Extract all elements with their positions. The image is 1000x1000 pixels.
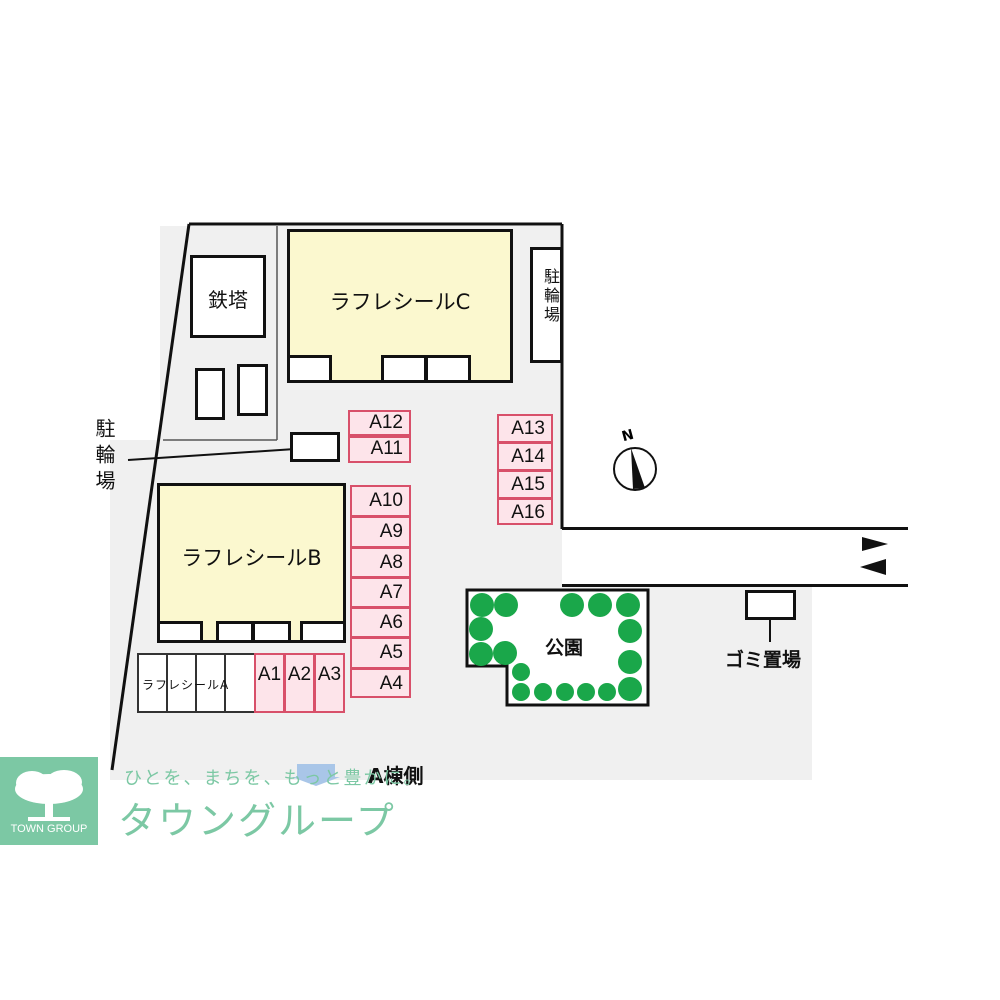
building-b: ラフレシールB bbox=[157, 483, 346, 643]
parking-space-a2: A2 bbox=[284, 653, 315, 713]
company-name: タウングループ bbox=[118, 799, 396, 843]
building-c-unit bbox=[287, 355, 332, 383]
entrance-arrow-icon bbox=[297, 764, 335, 778]
steel-tower: 鉄塔 bbox=[190, 255, 266, 338]
garbage-area-label: ゴミ置場 bbox=[725, 649, 802, 671]
bike-parking-left bbox=[290, 432, 340, 462]
parking-space-a3: A3 bbox=[314, 653, 345, 713]
parking-space-a14: A14 bbox=[497, 442, 553, 471]
parking-space-a15: A15 bbox=[497, 470, 553, 499]
parking-space-a4: A4 bbox=[350, 668, 411, 698]
bike-parking-right-label: 駐輪場 bbox=[541, 268, 560, 325]
slogan: ひとを、まちを、もっと豊かに。 bbox=[124, 768, 424, 789]
tower-footing-2 bbox=[237, 364, 268, 416]
parking-space-a8: A8 bbox=[350, 547, 411, 578]
parking-space-a6: A6 bbox=[350, 607, 411, 638]
a-side-label: A棟側 bbox=[368, 764, 424, 788]
bike-parking-right: 駐輪場 bbox=[530, 247, 563, 363]
town-group-logo: TOWN GROUP bbox=[0, 757, 98, 845]
building-c-unit bbox=[425, 355, 471, 383]
park-label: 公園 bbox=[545, 637, 584, 659]
parking-space-a9: A9 bbox=[350, 516, 411, 548]
building-c-label: ラフレシールC bbox=[329, 290, 471, 314]
parking-space-a1: A1 bbox=[254, 653, 285, 713]
tower-footing-1 bbox=[195, 368, 225, 420]
steel-tower-label: 鉄塔 bbox=[208, 288, 248, 312]
garbage-area bbox=[745, 590, 796, 620]
parking-space-a12: A12 bbox=[348, 410, 411, 436]
parking-space-a13: A13 bbox=[497, 414, 553, 443]
building-b-label: ラフレシールB bbox=[181, 546, 322, 570]
logo-text: TOWN GROUP bbox=[10, 823, 88, 835]
building-a-label: ラフレシールA bbox=[142, 678, 230, 692]
building-a-unit bbox=[137, 653, 168, 713]
parking-space-a16: A16 bbox=[497, 498, 553, 525]
parking-space-a7: A7 bbox=[350, 577, 411, 608]
road-arrow-right-icon bbox=[862, 537, 888, 551]
road bbox=[562, 527, 908, 587]
building-a-unit bbox=[195, 653, 226, 713]
building-b-unit bbox=[216, 621, 254, 643]
entrance-arrow-tip-icon bbox=[292, 777, 340, 786]
building-b-unit bbox=[300, 621, 346, 643]
building-b-unit bbox=[252, 621, 291, 643]
parking-space-a11: A11 bbox=[348, 436, 411, 463]
road-arrow-left-icon bbox=[860, 559, 886, 575]
parking-space-a5: A5 bbox=[350, 637, 411, 669]
bike-parking-left-label: 駐輪場 bbox=[92, 418, 116, 496]
parking-space-a10: A10 bbox=[350, 485, 411, 517]
building-b-unit bbox=[157, 621, 203, 643]
tree-logo-icon bbox=[15, 770, 83, 821]
park bbox=[465, 588, 650, 707]
north-compass-icon bbox=[613, 447, 657, 491]
building-c-unit bbox=[381, 355, 427, 383]
